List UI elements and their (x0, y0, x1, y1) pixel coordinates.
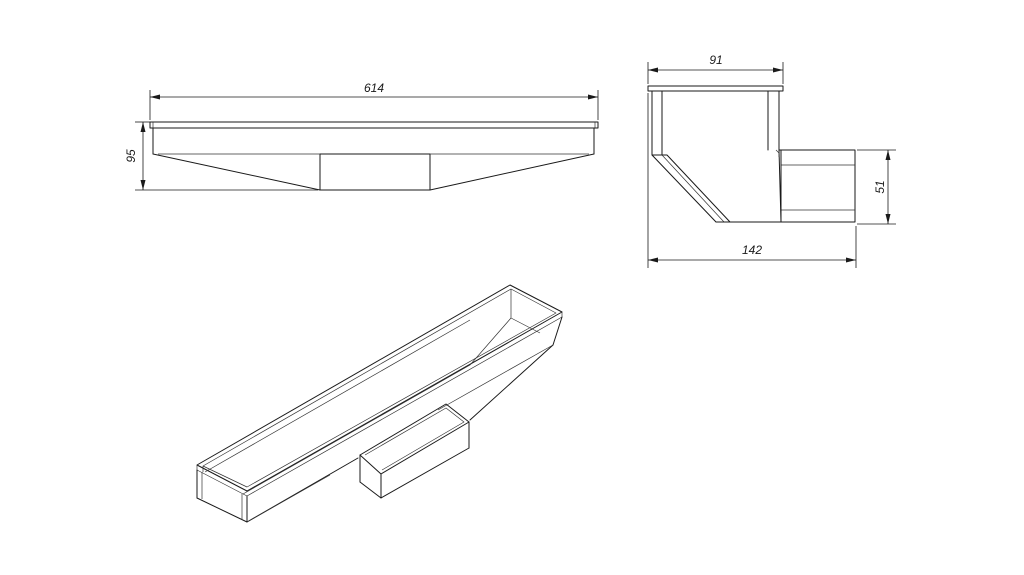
dimension-label-91: 91 (709, 53, 722, 67)
dimension-label-95: 95 (124, 149, 138, 163)
dimension-front-width: 614 (149, 81, 599, 120)
front-view (149, 121, 599, 191)
dimension-side-top-width: 91 (647, 53, 784, 84)
side-view (647, 85, 856, 223)
dimension-front-height: 95 (124, 121, 318, 191)
dimension-label-142: 142 (742, 243, 762, 257)
dimension-label-614: 614 (364, 81, 384, 95)
dimension-label-51: 51 (873, 180, 887, 193)
isometric-view (196, 284, 563, 523)
dimension-side-total-width: 142 (647, 93, 857, 268)
dimension-side-outlet-height: 51 (857, 149, 896, 225)
